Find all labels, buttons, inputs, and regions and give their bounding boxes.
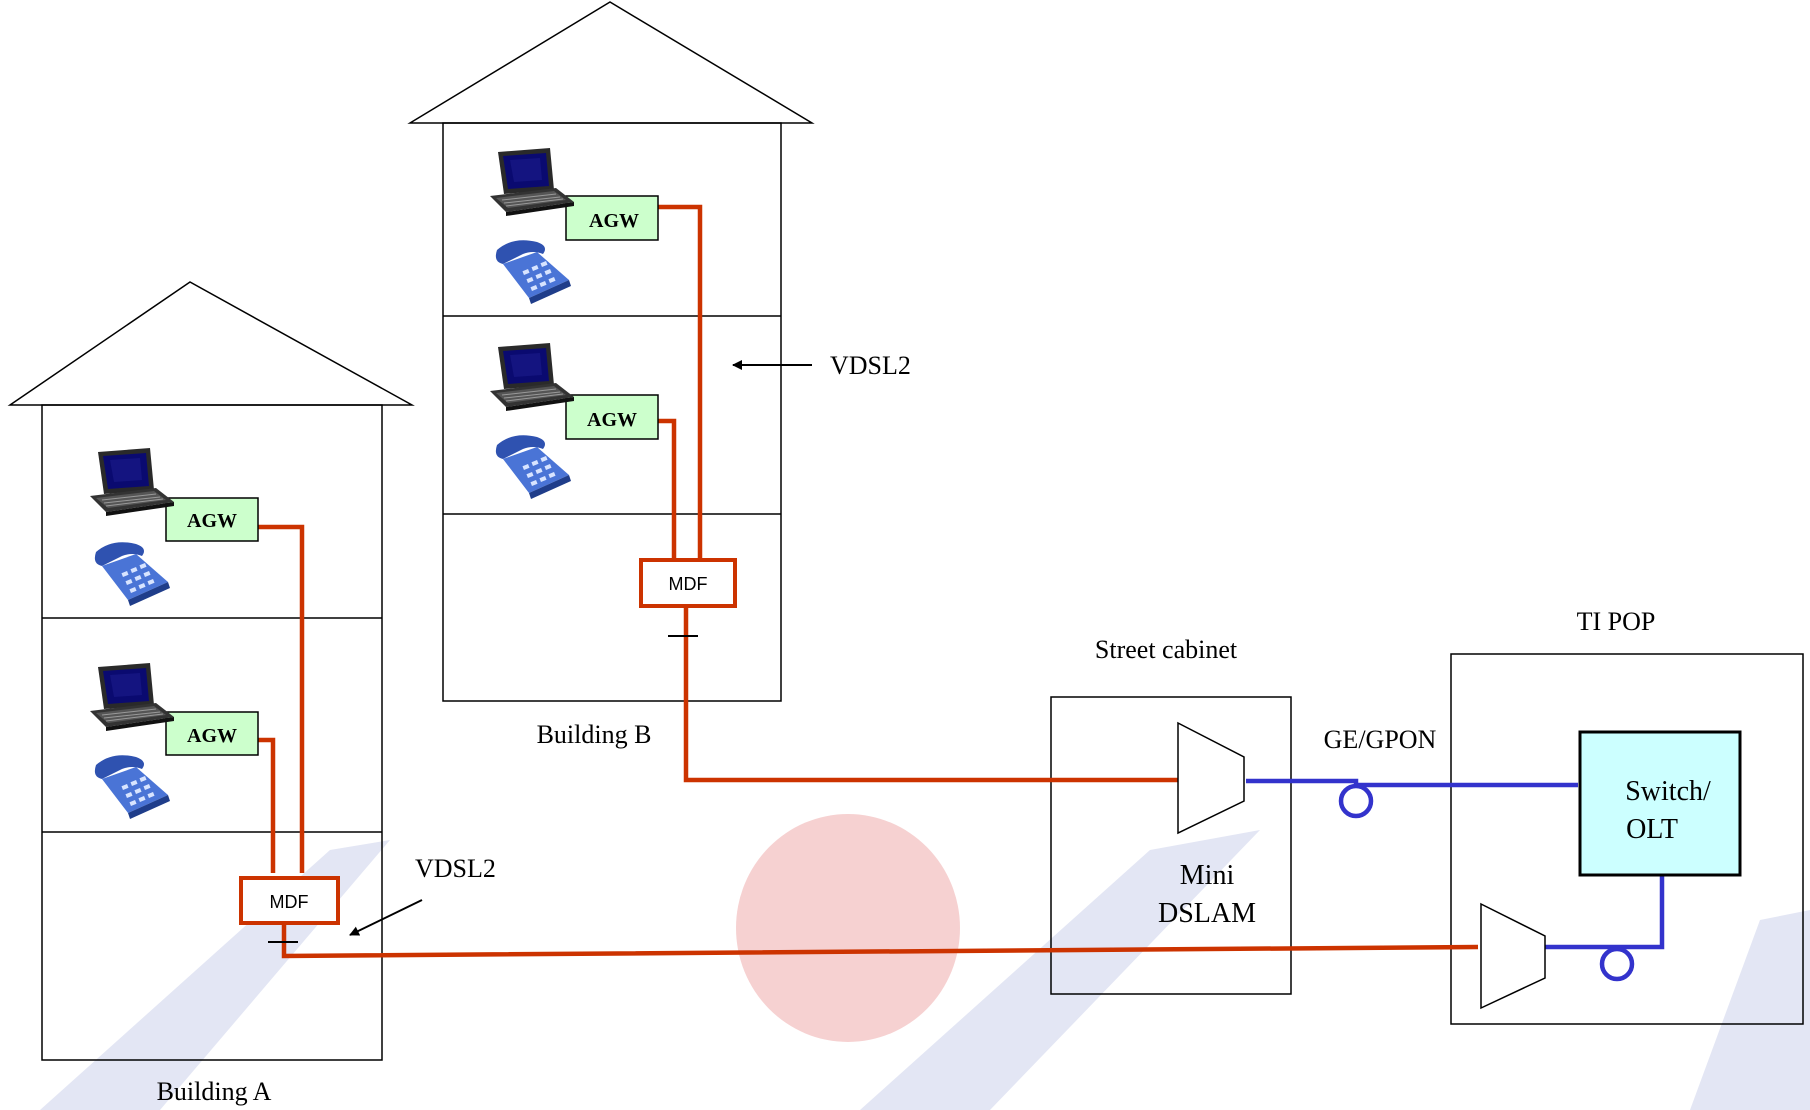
vdsl2-label-b: VDSL2 [830,351,911,380]
fiber-lines [1246,778,1665,982]
fiber-loop-icon [1338,783,1374,819]
mdf-box-a [239,876,340,925]
copper-line-a-floor2 [258,737,276,873]
building-a-roof [7,281,415,406]
mdf-label: MDF [669,574,708,594]
copper-line-a-to-pop [281,924,1479,959]
agw-box-a-floor1 [165,497,259,542]
agw-box-b-floor1 [565,195,659,241]
mini-dslam-label-line2: DSLAM [1158,898,1256,929]
telephone-icon [94,542,170,606]
watermark-circle [736,814,960,1042]
copper-line-b-floor1 [658,204,703,560]
building-b-label: Building B [537,720,652,749]
fiber-line-pop-to-olt [1542,876,1665,950]
switch-olt-label-line1: Switch/ [1625,776,1711,807]
building-b [407,1,815,702]
building-a-walls [41,404,383,1061]
laptop-icon [489,147,575,217]
telephone-icon [495,435,571,499]
switch-olt-label-line2: OLT [1626,814,1678,845]
vdsl2-label-a: VDSL2 [415,854,496,883]
agw-box-b-floor2 [565,394,659,440]
copper-lines [258,204,1479,959]
dslam-trapezoid-icon [1177,721,1245,835]
copper-line-b-to-dslam [683,607,1178,783]
agw-box-a-floor2 [165,711,259,756]
building-a-label: Building A [157,1077,272,1106]
telephone-icon [94,755,170,819]
switch-olt-box [1578,730,1742,877]
building-b-roof [407,1,815,124]
mini-dslam-label-line1: Mini [1180,860,1235,891]
ge-gpon-label: GE/GPON [1324,725,1437,754]
laptop-icon [489,342,575,412]
mdf-box-b [639,558,737,608]
laptop-icon [89,662,175,732]
agw-label: AGW [187,725,237,747]
dslam-trapezoid-icon [1480,902,1546,1010]
fiber-line-dslam-to-olt [1246,778,1578,788]
copper-line-a-floor1 [258,524,305,873]
building-b-walls [442,122,782,702]
telephone-icon [495,240,571,304]
copper-line-b-floor2 [658,418,677,560]
fiber-loop-icon [1599,946,1635,982]
agw-label: AGW [589,210,639,232]
street-cabinet-label: Street cabinet [1095,635,1238,664]
mdf-label: MDF [270,892,309,912]
ti-pop-label: TI POP [1577,607,1656,636]
agw-label: AGW [187,510,237,532]
agw-label: AGW [587,409,637,431]
vdsl2-a-arrow [349,899,423,936]
street-cabinet-box [1050,696,1292,995]
watermark-stripe-right [1690,910,1810,1110]
building-a [7,281,415,1061]
watermark-stripe-middle [860,830,1260,1110]
ti-pop-box [1450,653,1804,1025]
laptop-icon [89,447,175,517]
